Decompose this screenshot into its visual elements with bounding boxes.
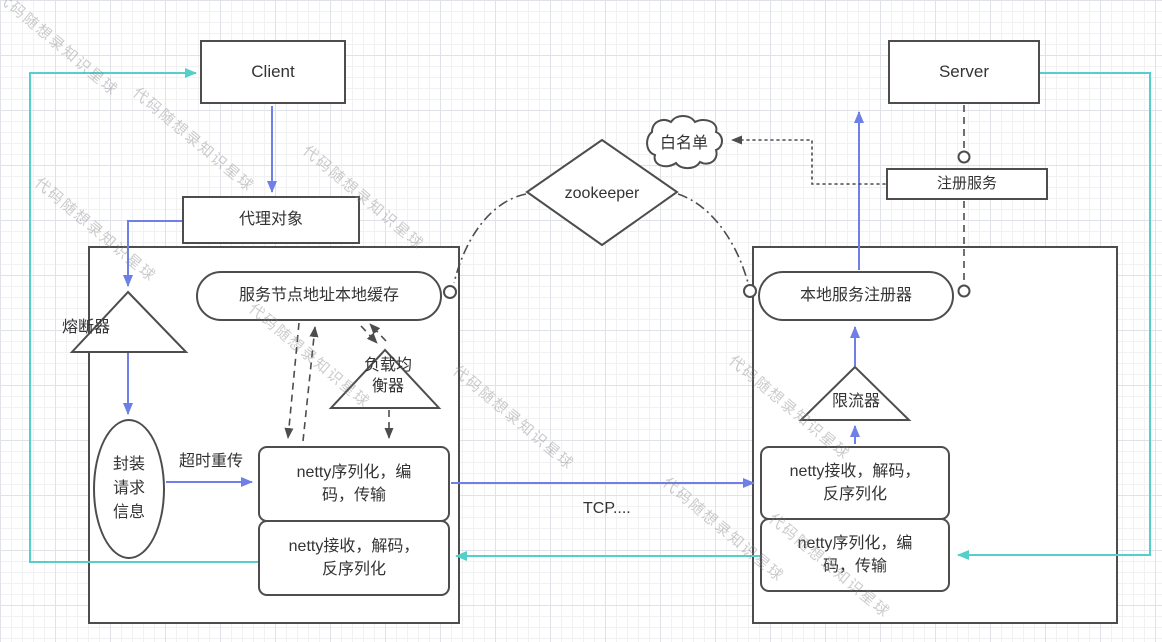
server-node[interactable]: Server [888,40,1040,104]
netty-send-server-node[interactable]: netty序列化，编码，传输 [760,518,950,592]
edge-cache-to-netty-down [284,322,300,439]
circuit-breaker-label: 熔断器 [61,319,110,336]
netty-send-client-node[interactable]: netty序列化，编码，传输 [258,446,450,522]
edge-register-service-to-whitelist [731,135,886,185]
load-balancer-label: 负载均衡器 [363,357,412,395]
port-register-service-top [957,150,971,164]
zookeeper-label: zookeeper [564,185,640,202]
register-service-node[interactable]: 注册服务 [886,168,1048,200]
edge-netty-to-cache-up [302,326,319,442]
rate-limiter-label: 限流器 [831,393,880,410]
edge-proxy-to-circuit-breaker [123,220,182,287]
netty-recv-server-node[interactable]: netty接收，解码，反序列化 [760,446,950,520]
edge-cache-to-load-balancer [360,325,378,344]
request-info-ellipse[interactable]: 封装请求信息 [93,419,165,559]
proxy-object-node[interactable]: 代理对象 [182,196,360,244]
local-registry-node[interactable]: 本地服务注册器 [758,271,954,321]
circuit-breaker-triangle[interactable] [69,290,189,353]
timeout-retry-label: 超时重传 [178,453,243,470]
whitelist-label: 白名单 [659,135,708,152]
port-registry-right [957,284,971,298]
edge-netty-recv-to-client [29,68,258,563]
zookeeper-diamond[interactable] [525,138,679,247]
port-cache-right [443,285,457,299]
tcp-label: TCP.... [583,500,631,517]
edge-zookeeper-to-cache [453,193,527,284]
edge-server-to-netty-send [957,72,1151,560]
client-node[interactable]: Client [200,40,346,104]
port-registry-left [743,284,757,298]
whitelist-cloud[interactable] [646,115,723,170]
rate-limiter-triangle[interactable] [798,365,912,421]
load-balancer-triangle[interactable] [328,348,442,409]
service-cache-node[interactable]: 服务节点地址本地缓存 [196,271,442,321]
edge-load-balancer-to-cache [369,323,387,342]
netty-recv-client-node[interactable]: netty接收，解码，反序列化 [258,520,450,596]
edge-zookeeper-to-registry [677,193,749,284]
